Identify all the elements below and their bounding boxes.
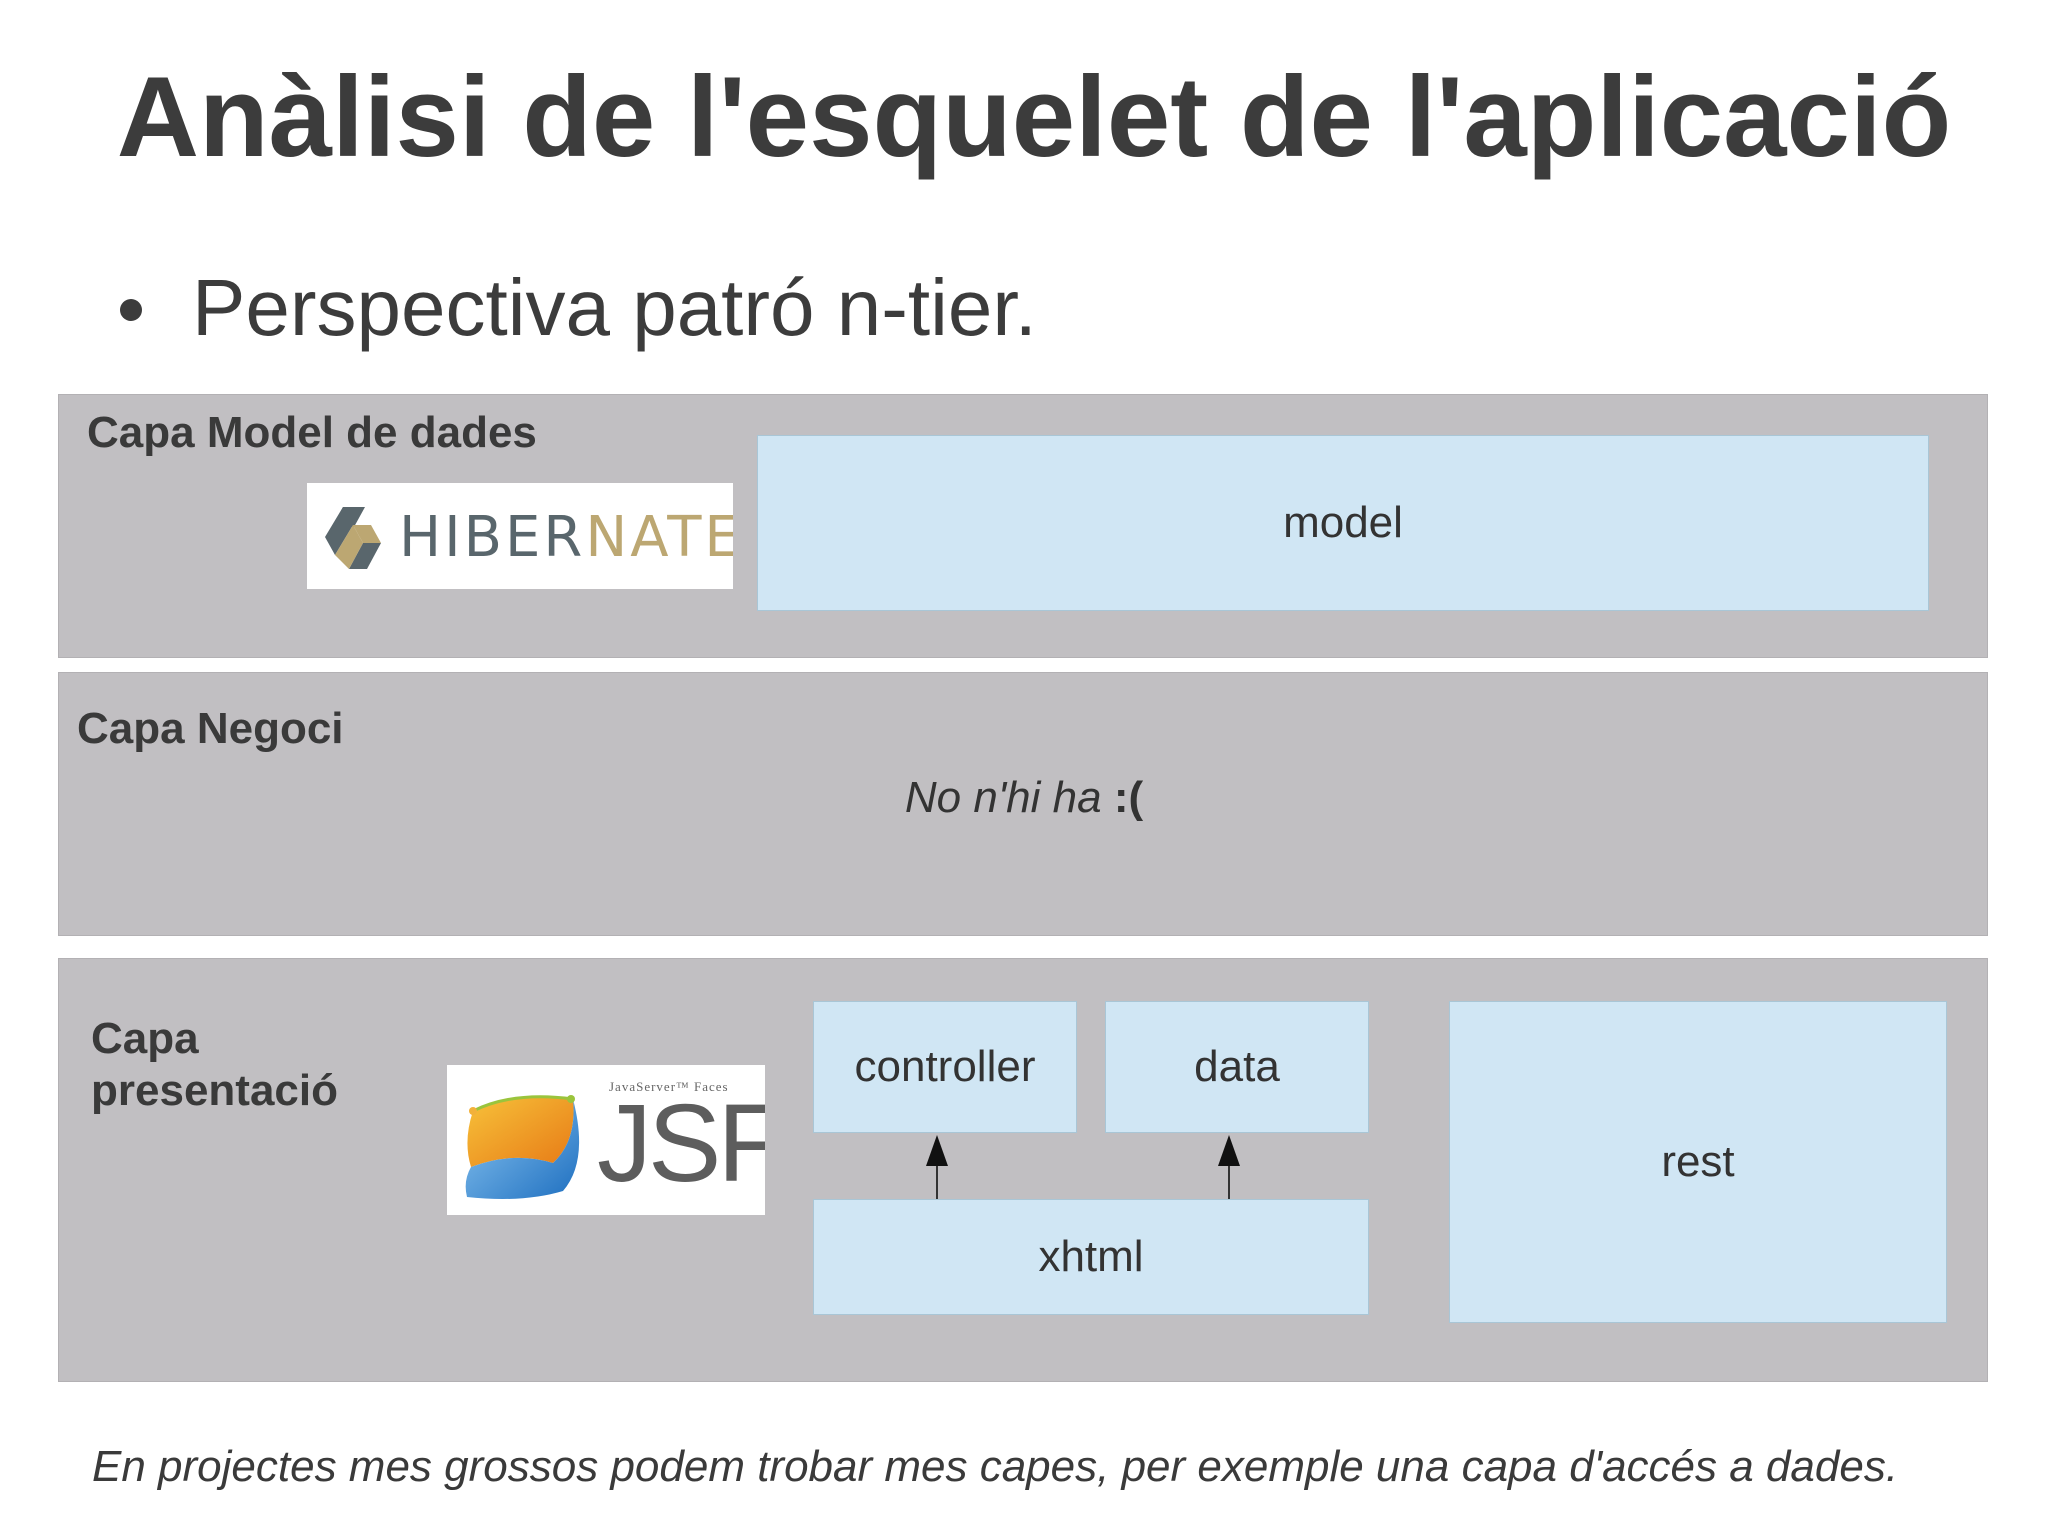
bullet-item: Perspectiva patró n-tier. [120,262,1037,354]
layer-presentation-label: Capa presentació [91,1013,338,1117]
layer-presentation-label-line2: presentació [91,1066,338,1115]
business-note: No n'hi ha :( [59,773,1989,823]
data-box: data [1105,1001,1369,1133]
jsf-logo: JavaServer™ Faces JSF [447,1065,765,1215]
hibernate-cube-icon [325,507,381,569]
sad-face-emoticon: :( [1113,773,1144,822]
rest-box: rest [1449,1001,1947,1323]
layer-business-label: Capa Negoci [77,704,344,753]
layer-presentation: Capa presentació JavaServer™ Faces JSF [58,958,1988,1382]
hibernate-word-part2: NATE [585,505,733,570]
footer-note: En projectes mes grossos podem trobar me… [92,1442,1899,1491]
layer-business: Capa Negoci No n'hi ha :( [58,672,1988,936]
arrow-xhtml-to-data [1218,1135,1240,1199]
hibernate-word-part1: HIBER [399,505,586,570]
jsf-wordmark: JSF [597,1082,765,1205]
jsf-swoosh-icon [465,1095,580,1199]
controller-box: controller [813,1001,1077,1133]
bullet-text: Perspectiva patró n-tier. [192,263,1037,352]
xhtml-box: xhtml [813,1199,1369,1315]
hibernate-wordmark: HIBERNATE [399,505,733,570]
layer-model-label: Capa Model de dades [87,408,537,457]
jsf-subtitle: JavaServer™ Faces [609,1079,729,1094]
arrow-xhtml-to-controller [926,1135,948,1199]
layer-model: Capa Model de dades HIBERNATE model [58,394,1988,658]
business-note-text: No n'hi ha [904,773,1102,822]
model-box: model [757,435,1929,611]
layer-presentation-label-line1: Capa [91,1014,199,1063]
hibernate-logo: HIBERNATE [307,483,733,589]
bullet-dot-icon [120,299,142,321]
slide-title: Anàlisi de l'esquelet de l'aplicació [116,54,1952,181]
